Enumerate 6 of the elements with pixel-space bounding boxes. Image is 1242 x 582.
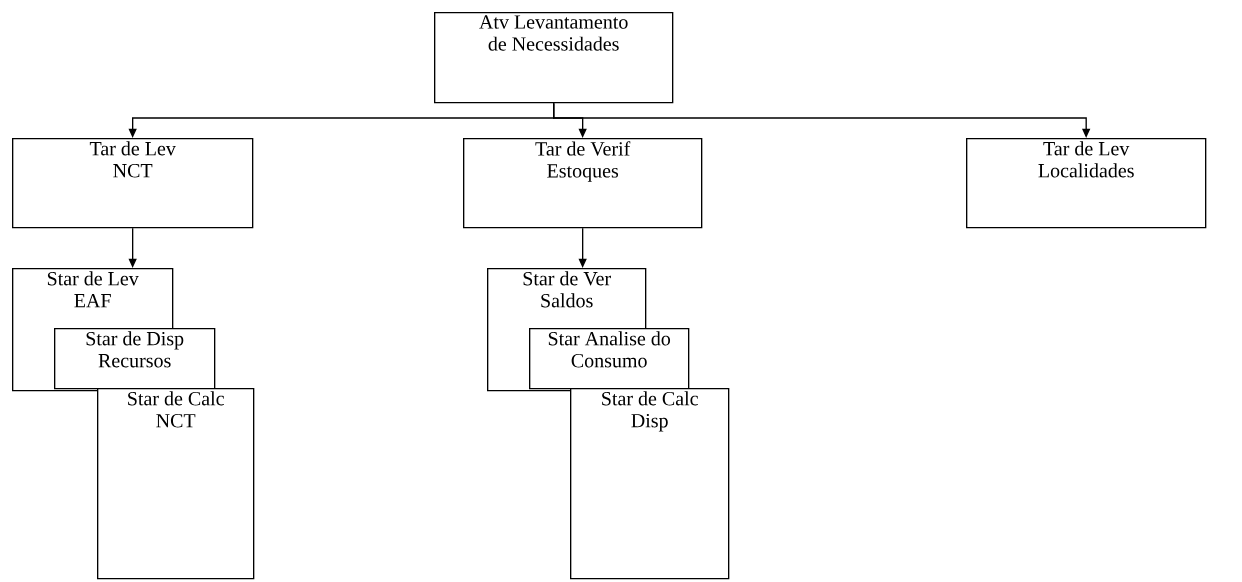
process-box: Star de Disp Recursos	[54, 328, 216, 390]
process-box: Tar de Lev NCT	[12, 138, 254, 229]
process-box: Tar de Verif Estoques	[463, 138, 703, 229]
process-box: Atv Levantamento de Necessidades	[434, 12, 674, 104]
process-box: Tar de Lev Localidades	[966, 138, 1207, 229]
process-box: Star Analise do Consumo	[529, 328, 690, 390]
